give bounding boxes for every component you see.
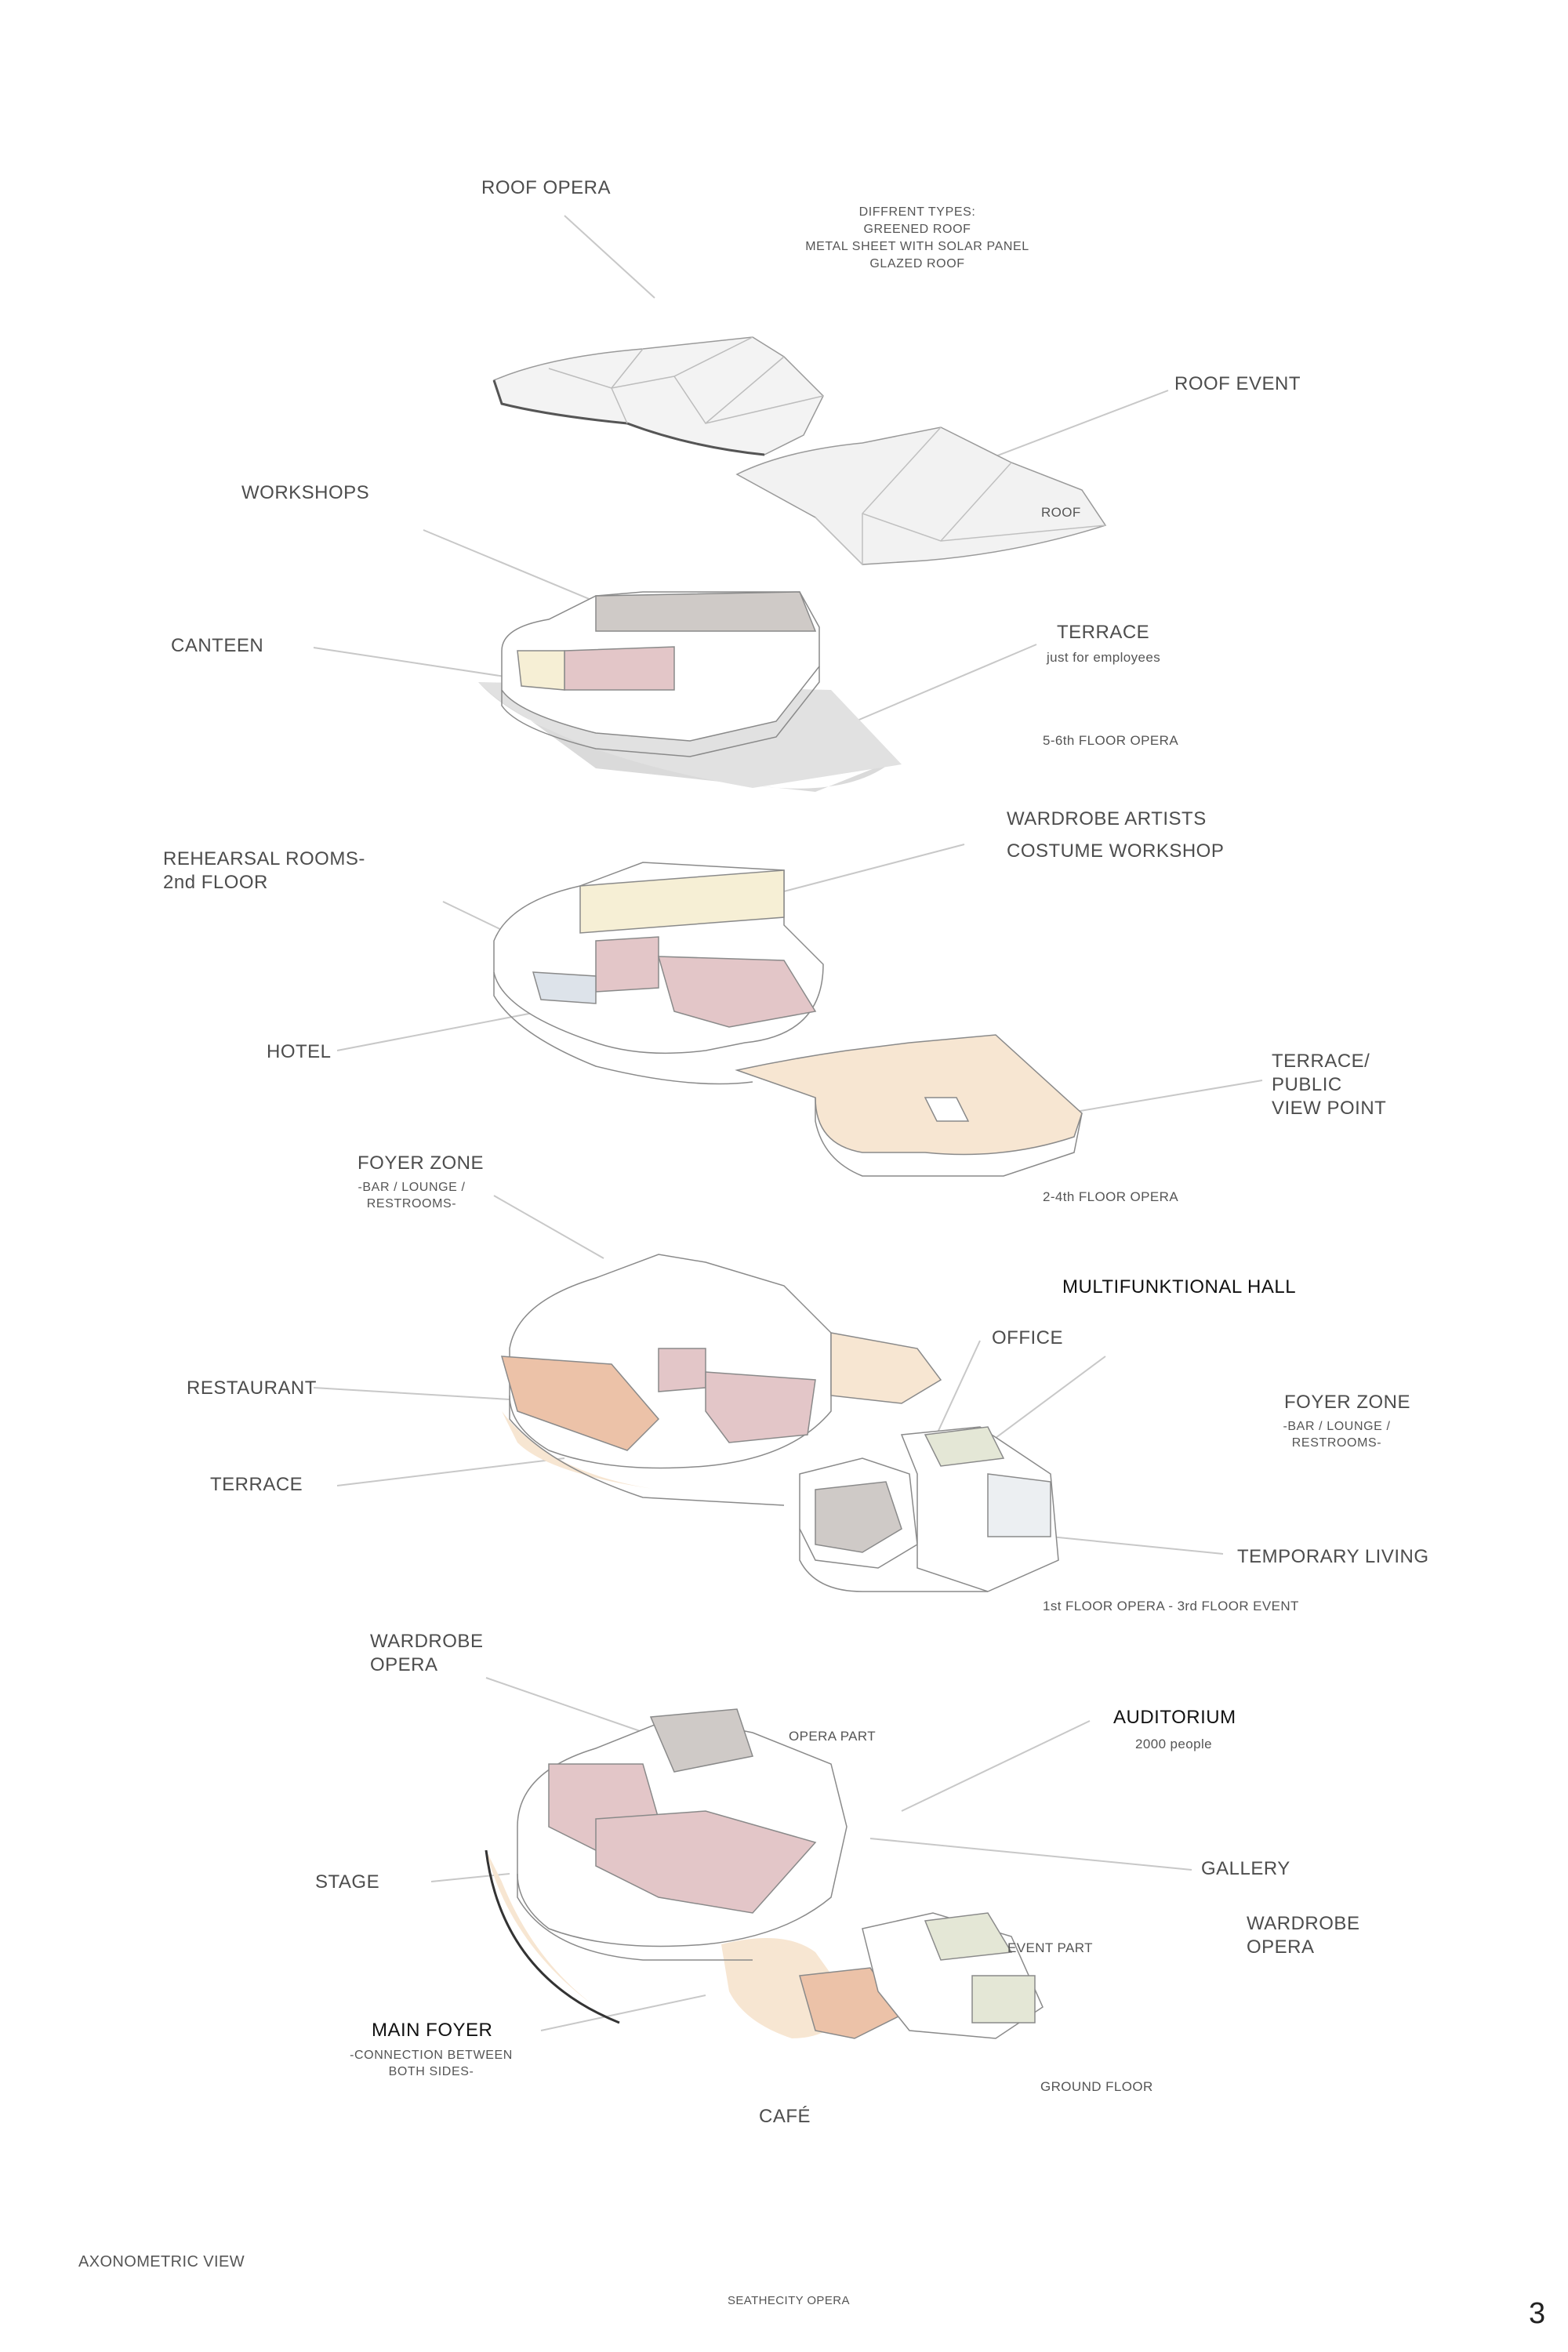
label-cafe: CAFÉ <box>759 2106 811 2127</box>
label-foyer-zone-right: FOYER ZONE <box>1284 1392 1411 1413</box>
ground-floor <box>485 1708 1044 2039</box>
label-wardrobe-opera-left-2: OPERA <box>370 1654 438 1675</box>
label-terrace-public-2: PUBLIC <box>1272 1074 1342 1095</box>
label-foyer-zone-left-sub1: -BAR / LOUNGE / <box>358 1181 466 1194</box>
label-foyer-zone-left-sub2: RESTROOMS- <box>366 1197 457 1210</box>
label-main-foyer-sub1: -CONNECTION BETWEEN <box>350 2049 513 2062</box>
floor-2-4 <box>493 862 1083 1177</box>
label-floor-5-6: 5-6th FLOOR OPERA <box>1043 733 1179 748</box>
label-roof-types-4: GLAZED ROOF <box>869 257 965 270</box>
label-terrace-public-1: TERRACE/ <box>1272 1051 1370 1072</box>
label-wardrobe-opera-right-2: OPERA <box>1247 1936 1315 1958</box>
roof-level <box>492 336 1107 565</box>
label-roof-types-3: METAL SHEET WITH SOLAR PANEL <box>805 240 1029 253</box>
label-canteen: CANTEEN <box>171 635 264 656</box>
label-restaurant: RESTAURANT <box>187 1377 317 1399</box>
label-hotel: HOTEL <box>267 1041 332 1062</box>
label-event-part: EVENT PART <box>1007 1940 1093 1955</box>
floor-1-3 <box>500 1254 1059 1592</box>
view-title: AXONOMETRIC VIEW <box>78 2253 245 2270</box>
leader-lines <box>313 215 1263 2031</box>
label-foyer-zone-right-sub2: RESTROOMS- <box>1291 1436 1382 1450</box>
label-main-foyer: MAIN FOYER <box>372 2020 493 2041</box>
label-rehearsal-2: 2nd FLOOR <box>163 872 268 893</box>
page-number: 3 <box>1529 2297 1546 2330</box>
label-multifunctional-hall: MULTIFUNKTIONAL HALL <box>1062 1276 1297 1298</box>
label-foyer-zone-left: FOYER ZONE <box>358 1152 485 1174</box>
label-terrace-top: TERRACE <box>1057 622 1150 643</box>
label-temporary-living: TEMPORARY LIVING <box>1237 1546 1429 1567</box>
label-roof-event: ROOF EVENT <box>1174 373 1301 394</box>
label-ground-floor: GROUND FLOOR <box>1040 2079 1153 2094</box>
label-roof: ROOF <box>1041 505 1081 520</box>
label-gallery: GALLERY <box>1201 1858 1290 1879</box>
label-auditorium-sub: 2000 people <box>1135 1737 1212 1751</box>
label-costume-workshop: COSTUME WORKSHOP <box>1007 840 1225 862</box>
label-roof-opera: ROOF OPERA <box>481 177 612 198</box>
label-wardrobe-opera-left-1: WARDROBE <box>370 1631 484 1652</box>
label-opera-part: OPERA PART <box>789 1729 877 1744</box>
label-floor-1-3: 1st FLOOR OPERA - 3rd FLOOR EVENT <box>1043 1599 1299 1613</box>
label-workshops: WORKSHOPS <box>241 482 370 503</box>
label-terrace-mid: TERRACE <box>210 1474 303 1495</box>
label-terrace-top-sub: just for employees <box>1047 650 1161 665</box>
label-wardrobe-artists: WARDROBE ARTISTS <box>1007 808 1207 829</box>
label-foyer-zone-right-sub1: -BAR / LOUNGE / <box>1283 1420 1391 1433</box>
label-main-foyer-sub2: BOTH SIDES- <box>388 2065 474 2078</box>
label-rehearsal-1: REHEARSAL ROOMS- <box>163 848 365 869</box>
label-floor-2-4: 2-4th FLOOR OPERA <box>1043 1189 1179 1204</box>
floor-5-6 <box>478 591 902 792</box>
label-stage: STAGE <box>315 1871 380 1893</box>
label-auditorium: AUDITORIUM <box>1113 1707 1236 1728</box>
label-terrace-public-3: VIEW POINT <box>1272 1098 1387 1119</box>
label-roof-types-1: DIFFRENT TYPES: <box>858 205 976 219</box>
project-name: SEATHECITY OPERA <box>728 2294 850 2307</box>
label-roof-types-2: GREENED ROOF <box>863 223 971 236</box>
label-wardrobe-opera-right-1: WARDROBE <box>1247 1913 1360 1934</box>
label-office: OFFICE <box>992 1327 1063 1348</box>
